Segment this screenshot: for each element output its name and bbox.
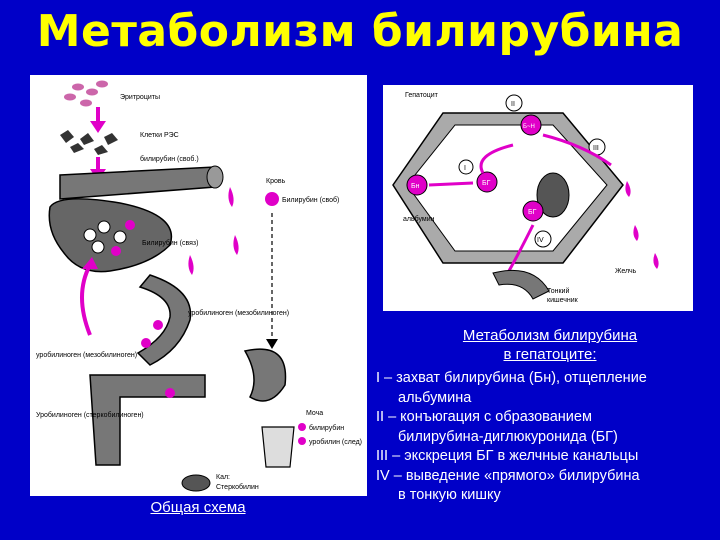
step-3-line1: III – экскреция БГ в желчные канальцы (376, 448, 639, 464)
urine-urobilin-label: уробилин (след) (309, 438, 362, 446)
bile-drop (188, 255, 194, 275)
step-4: IV – выведение «прямого» билирубина в то… (376, 467, 716, 506)
general-scheme-caption: Общая схема (150, 499, 246, 516)
bile-label: Желчь (615, 268, 637, 275)
roman-1-label: I (464, 165, 466, 172)
bn-label: Бн (411, 183, 420, 190)
small-intestine-label-1: Тонкий (547, 287, 569, 295)
small-intestine-label-2: кишечник (547, 297, 579, 304)
hepatocyte-caption-line1: Метаболизм билирубина (462, 327, 638, 344)
b-ch-label: Б~Н (523, 124, 535, 130)
hepatocyte-panel: Гепатоцит II Б~Н III I Бн БГ БГ IV альбу… (383, 85, 693, 311)
step-4-line1: IV – выведение «прямого» билирубина (376, 467, 640, 484)
step-1: I – захват билирубина (Бн), отщепление а… (376, 369, 716, 408)
urobilinogen-sterco-label: Уробилиноген (стеркобилиноген) (36, 411, 144, 419)
urobilinogen-meso-label: уробилиноген (мезобилиноген) (188, 309, 289, 317)
bg2-label: БГ (528, 209, 537, 216)
colon (89, 374, 206, 466)
kidney (243, 348, 287, 402)
step-1-line2: альбумина (398, 389, 472, 406)
step-2: II – конъюгация с образованием билирубин… (376, 408, 716, 447)
res-cells-label: Клетки РЭС (140, 132, 179, 139)
urine-label: Моча (306, 410, 323, 417)
page-title: Метаболизм билирубина (36, 6, 684, 57)
blood-vessel (59, 166, 222, 200)
step-3: III – экскреция БГ в желчные канальцы (376, 447, 716, 467)
bile-drop-2 (233, 235, 239, 255)
urobilinogen-left-label: уробилиноген (мезобилиноген) (36, 351, 137, 359)
blood-bilirubin-dot (265, 192, 279, 206)
hepatocyte-caption-line2: в гепатоците: (503, 346, 597, 363)
feces-icon (181, 474, 211, 492)
hepatocyte-diagram: Гепатоцит II Б~Н III I Бн БГ БГ IV альбу… (392, 92, 659, 304)
hepatocyte-label: Гепатоцит (405, 92, 439, 99)
roman-2-label: II (511, 101, 515, 108)
res-cells-icon (60, 130, 118, 155)
nucleus (536, 172, 570, 218)
roman-4-label: IV (537, 237, 544, 244)
step-1-line1: I – захват билирубина (Бн), отщепление (376, 370, 647, 386)
small-intestine (136, 274, 192, 366)
erythrocytes-label: Эритроциты (120, 94, 160, 101)
arrow-head (90, 121, 106, 133)
blood-label: Кровь (266, 178, 286, 185)
urine-glass (261, 426, 295, 468)
blood-drop (228, 187, 234, 207)
blood-bilirubin-label: Билирубин (своб) (282, 196, 339, 204)
bilirubin-bound-label: Билирубин (связ) (142, 239, 198, 247)
hepatocyte-caption: Метаболизм билирубина в гепатоците: (410, 326, 690, 364)
erythrocytes-icon (64, 80, 108, 107)
albumin-label: альбумин (403, 215, 435, 223)
roman-3-label: III (593, 145, 599, 152)
vessel-end (206, 165, 224, 189)
bg-label: БГ (482, 180, 491, 187)
feces-label: Кал: (216, 474, 230, 481)
liver (48, 198, 173, 273)
urine-bilirubin-label: билирубин (309, 424, 344, 432)
portal-return-arrow (80, 264, 92, 336)
stercobilin-label: Стеркобилин (216, 483, 259, 491)
step-2-line2: билирубина-диглюкуронида (БГ) (398, 428, 618, 445)
small-intestine-icon (492, 269, 550, 300)
general-scheme-panel: Эритроциты Клетки РЭС билирубин (своб.) … (30, 75, 367, 496)
bile-drops (625, 181, 659, 269)
steps-list: I – захват билирубина (Бн), отщепление а… (376, 369, 716, 506)
bilirubin-free-label: билирубин (своб.) (140, 155, 199, 163)
general-scheme-diagram: Эритроциты Клетки РЭС билирубин (своб.) … (36, 80, 362, 492)
step-4-line2: в тонкую кишку (398, 487, 501, 503)
step-2-line1: II – конъюгация с образованием (376, 409, 592, 425)
